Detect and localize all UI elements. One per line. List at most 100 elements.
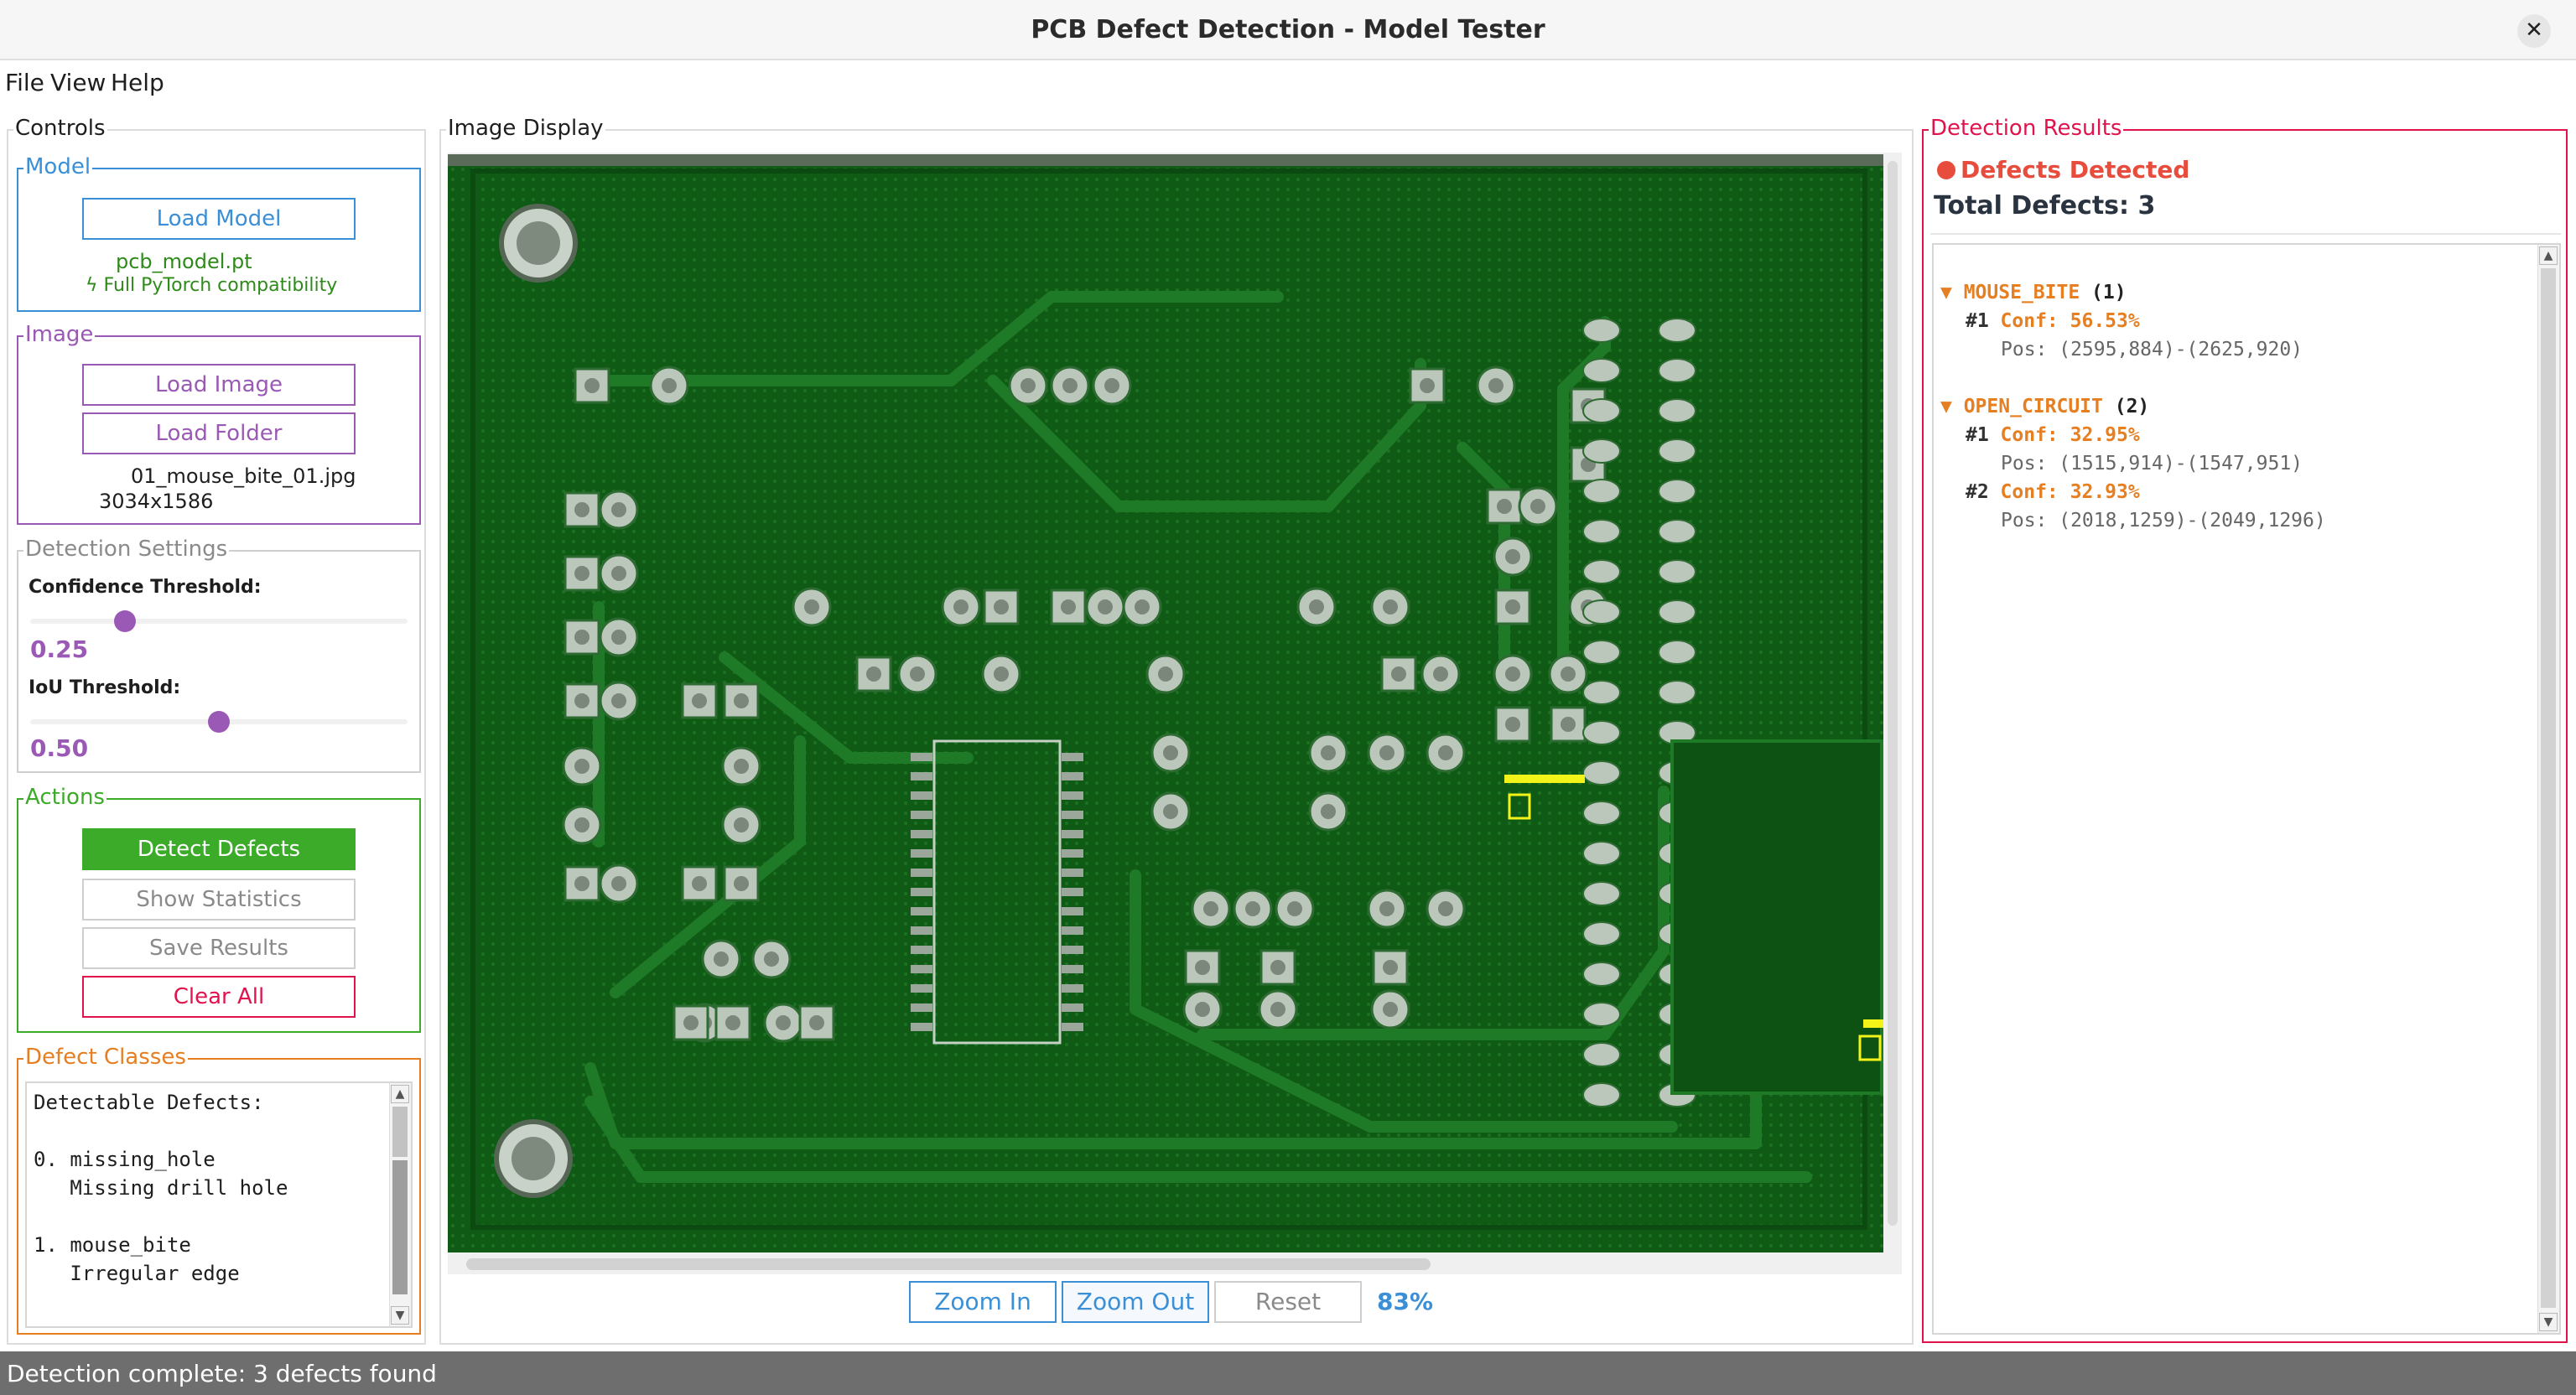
menu-view[interactable]: View	[50, 69, 106, 96]
solder-pad	[1233, 889, 1273, 929]
reset-zoom-button[interactable]: Reset	[1214, 1281, 1362, 1323]
results-scroll-thumb[interactable]	[2541, 268, 2556, 1308]
show-statistics-button[interactable]: Show Statistics	[82, 879, 356, 920]
result-spacer	[1940, 535, 2527, 563]
result-item-index: #1	[1966, 424, 2001, 446]
solder-pad	[599, 863, 639, 904]
load-folder-button[interactable]: Load Folder	[82, 412, 356, 454]
defect-classes-scrollbar[interactable]: ▲ ▼	[389, 1083, 411, 1326]
connector-pin	[1582, 519, 1621, 544]
scrollbar-thumb[interactable]	[392, 1107, 408, 1157]
ic-pin	[1062, 811, 1083, 819]
detect-defects-button[interactable]: Detect Defects	[82, 828, 356, 870]
ic-pin	[911, 888, 932, 896]
controls-panel: Controls	[7, 116, 426, 1345]
ic-pin	[911, 791, 932, 800]
image-vertical-thumb[interactable]	[1888, 161, 1898, 1226]
connector-pin	[1658, 358, 1696, 383]
image-horizontal-scrollbar[interactable]	[448, 1254, 1883, 1273]
confidence-slider-handle[interactable]	[113, 610, 136, 632]
ic-pin	[911, 926, 932, 935]
image-vertical-scrollbar[interactable]	[1883, 153, 1902, 1249]
scroll-down-icon[interactable]: ▼	[391, 1306, 409, 1325]
defect-classes-text: Detectable Defects: 0. missing_hole Miss…	[34, 1088, 288, 1288]
image-viewport[interactable]	[448, 153, 1902, 1274]
image-horizontal-thumb[interactable]	[466, 1258, 1431, 1270]
defect-class-line: Irregular edge	[34, 1262, 240, 1285]
result-item-confidence: Conf: 32.95%	[2000, 424, 2140, 446]
solder-pad	[1275, 889, 1315, 929]
result-item[interactable]: #2 Conf: 32.93%	[1940, 478, 2527, 506]
ic-chip	[932, 739, 1062, 1045]
solder-pad	[1548, 654, 1588, 694]
solder-pad	[681, 682, 718, 719]
result-class-header[interactable]: ▼ OPEN_CIRCUIT (2)	[1940, 392, 2527, 421]
solder-pad	[1426, 733, 1466, 773]
scrollbar-track	[392, 1160, 408, 1294]
zoom-in-button[interactable]: Zoom In	[909, 1281, 1057, 1323]
solder-pad	[1150, 791, 1191, 832]
total-defects: Total Defects: 3	[1934, 191, 2156, 220]
result-item[interactable]: #1 Conf: 56.53%	[1940, 307, 2527, 335]
iou-slider-handle[interactable]	[208, 711, 230, 733]
result-item-position: Pos: (2595,884)-(2625,920)	[2001, 339, 2303, 360]
menu-help[interactable]: Help	[111, 69, 164, 96]
results-scroll-down-icon[interactable]: ▼	[2539, 1313, 2558, 1331]
ic-pin	[1062, 984, 1083, 993]
solder-pad	[855, 656, 892, 692]
solder-pad	[1308, 733, 1348, 773]
actions-group: Actions Detect Defects Show Statistics S…	[17, 785, 421, 1033]
defect-classes-textbox[interactable]: Detectable Defects: 0. missing_hole Miss…	[25, 1081, 413, 1328]
result-item[interactable]: #1 Conf: 32.95%	[1940, 421, 2527, 449]
ic-pin	[911, 1023, 932, 1031]
results-scrollbar[interactable]: ▲ ▼	[2537, 245, 2559, 1333]
solder-pad	[792, 587, 832, 627]
solder-pad	[1367, 733, 1407, 773]
solder-pad	[562, 746, 602, 786]
connector-pin	[1658, 599, 1696, 625]
solder-pad	[599, 681, 639, 721]
connector-pin	[1658, 519, 1696, 544]
image-file-name: 01_mouse_bite_01.jpg	[131, 464, 356, 488]
connector-pin	[1582, 801, 1621, 826]
connector-pin	[1582, 1082, 1621, 1107]
defect-box-1	[1508, 793, 1531, 820]
solder-pad	[1085, 587, 1125, 627]
connector-pin	[1582, 962, 1621, 987]
results-scroll-up-icon[interactable]: ▲	[2539, 246, 2558, 265]
defect-classes-group: Defect Classes Detectable Defects: 0. mi…	[17, 1045, 421, 1335]
clear-all-button[interactable]: Clear All	[82, 976, 356, 1018]
results-list: ▼ MOUSE_BITE (1)#1 Conf: 56.53% Pos: (259…	[1940, 278, 2527, 563]
connector-pin	[1582, 1042, 1621, 1067]
result-class-header[interactable]: ▼ MOUSE_BITE (1)	[1940, 278, 2527, 307]
ic-pin	[911, 753, 932, 761]
solder-pad	[1150, 733, 1191, 773]
confidence-slider[interactable]	[30, 619, 408, 624]
ic-pin	[911, 984, 932, 993]
solder-pad	[574, 367, 610, 404]
result-item-confidence: Conf: 32.93%	[2000, 481, 2140, 503]
expand-arrow-icon[interactable]: ▼	[1940, 282, 1964, 303]
close-icon[interactable]: ✕	[2517, 14, 2551, 48]
solder-pad	[897, 654, 937, 694]
ic-pin	[1062, 753, 1083, 761]
connector-pin	[1582, 720, 1621, 745]
result-item-index: #1	[1966, 310, 2001, 332]
solder-pad	[1145, 654, 1186, 694]
save-results-button[interactable]: Save Results	[82, 927, 356, 969]
expand-arrow-icon[interactable]: ▼	[1940, 396, 1964, 417]
solder-pad	[1370, 989, 1410, 1029]
results-list-box[interactable]: ▼ MOUSE_BITE (1)#1 Conf: 56.53% Pos: (259…	[1932, 243, 2561, 1335]
solder-pad	[564, 682, 600, 719]
ic-pin	[911, 946, 932, 954]
defect-class-line: Detectable Defects:	[34, 1091, 264, 1114]
solder-pad	[983, 589, 1020, 625]
connector-pin	[1582, 559, 1621, 584]
actions-title: Actions	[23, 785, 106, 810]
load-image-button[interactable]: Load Image	[82, 364, 356, 406]
load-model-button[interactable]: Load Model	[82, 198, 356, 240]
zoom-out-button[interactable]: Zoom Out	[1062, 1281, 1209, 1323]
scroll-up-icon[interactable]: ▲	[391, 1085, 409, 1103]
menu-file[interactable]: File	[5, 69, 44, 96]
ic-pin	[1062, 907, 1083, 915]
